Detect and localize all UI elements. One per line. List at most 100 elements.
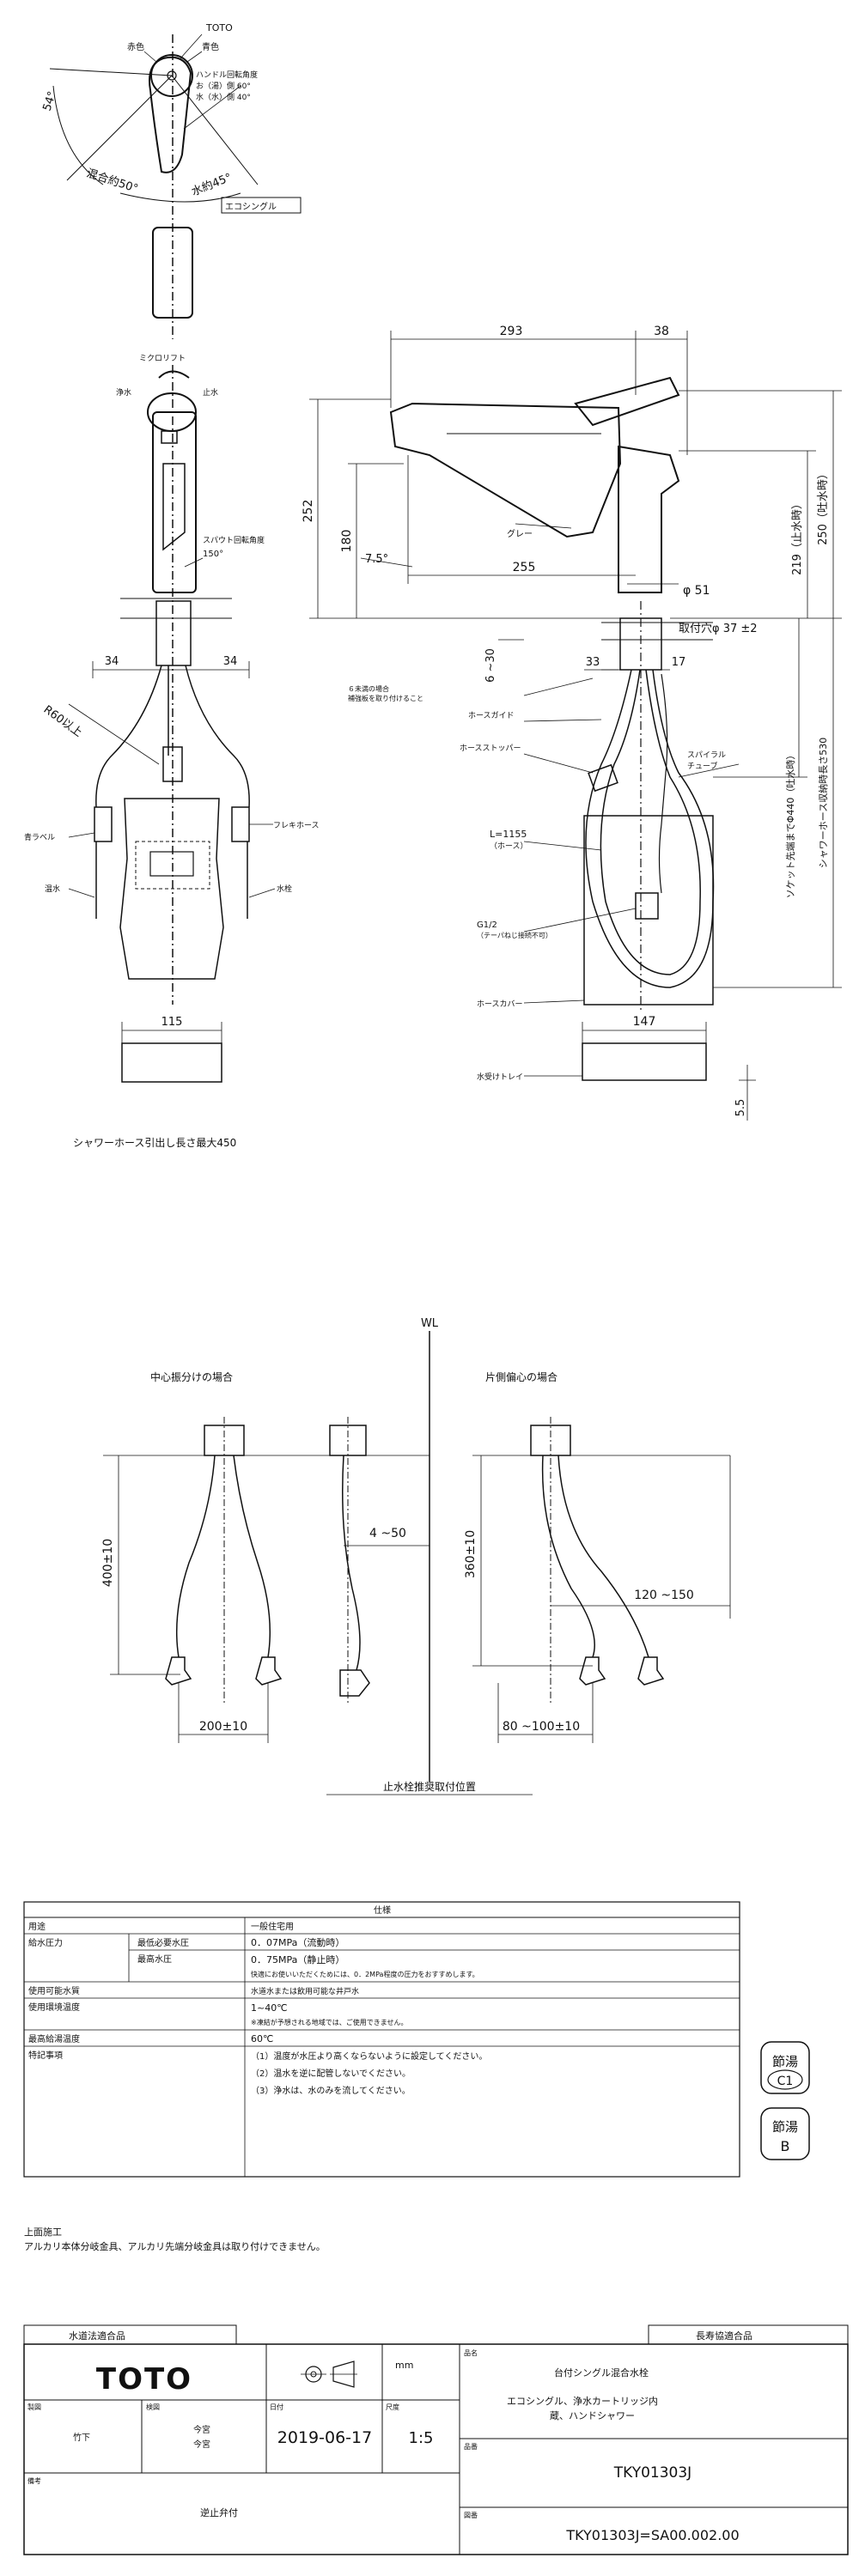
handle-angle-title: ハンドル回転角度 (196, 70, 258, 80)
drawer-name: 竹下 (73, 2432, 90, 2443)
reinforce-note-1: ６未満の場合 (348, 684, 389, 693)
drawing-label: 図番 (464, 2511, 478, 2519)
reinforce-note-2: 補強板を取り付けること (348, 694, 423, 702)
checker-2: 今宮 (193, 2439, 210, 2450)
dim-80-100: 80 ~100±10 (503, 1720, 580, 1734)
spec-r1-c1: 給水圧力 (28, 1937, 63, 1948)
shower-max-note: シャワーホース引出し長さ最大450 (73, 1137, 236, 1149)
side-view (309, 331, 842, 1121)
model-number: TKY01303J (613, 2464, 691, 2482)
hose-length-2: （ホース） (490, 841, 528, 851)
spec-r0-c1: 用途 (28, 1921, 46, 1932)
dim-200: 200±10 (199, 1720, 247, 1734)
notes-body: アルカリ本体分岐金具、アルカリ先端分岐金具は取り付けできません。 (24, 2240, 326, 2252)
spec-r2-c2: 最高水圧 (137, 1953, 172, 1965)
unit-value: mm (395, 2360, 413, 2371)
angle-water: 水約45° (190, 171, 234, 198)
handle-hot-angle: お（湯）側 60° (196, 81, 251, 91)
red-label: 赤色 (127, 41, 144, 52)
hose-cover-label: ホースカバー (477, 999, 523, 1009)
wl-label: WL (421, 1317, 439, 1330)
spec-r6-c3-0: （1）温度が水圧より高くならないように設定してください。 (251, 2050, 487, 2062)
angle-54: 54° (41, 90, 59, 113)
dim-400: 400±10 (101, 1539, 115, 1587)
dim-7-5-angle: 7.5° (365, 553, 388, 566)
spec-title: 仕様 (374, 1905, 391, 1916)
product-name-3: 蔵、ハンドシャワー (550, 2410, 635, 2421)
dim-120-150: 120 ~150 (634, 1589, 694, 1602)
dim-255: 255 (513, 561, 536, 574)
scale-value: 1:5 (409, 2429, 434, 2447)
spec-r4-c3-1: ※凍結が予想される地域では、ご使用できません。 (251, 2018, 407, 2026)
dim-5-5: 5.5 (734, 1099, 747, 1117)
blue-label-tag: 青ラベル (24, 832, 55, 842)
badge-b-line1: 節湯 (772, 2119, 798, 2135)
spec-r0-c3-0: 一般住宅用 (251, 1921, 294, 1932)
dim-17: 17 (672, 656, 686, 669)
front-view (68, 365, 276, 1083)
dim-147: 147 (633, 1015, 656, 1029)
brand-logo: TOTO (96, 2362, 192, 2397)
brand-mark-top: TOTO (205, 22, 233, 33)
dim-293: 293 (500, 325, 523, 338)
cold-water-label: 水栓 (277, 884, 292, 894)
badge-c1-line2: C1 (777, 2075, 794, 2088)
check-label: 検図 (146, 2403, 160, 2411)
dim-360: 360±10 (464, 1530, 478, 1578)
spec-r3-c3-0: 水道水または飲用可能な井戸水 (251, 1986, 359, 1996)
angle-mix: 混合約50° (85, 167, 140, 196)
g12-sub-label: （テーパねじ接続不可） (477, 931, 552, 939)
product-name-1: 台付シングル混合水栓 (554, 2366, 649, 2379)
dim-34-right: 34 (223, 655, 238, 668)
water-mode-label: 浄水 (116, 387, 131, 398)
badge-b (760, 2107, 810, 2160)
stop-mode-label: 止水 (203, 387, 218, 398)
dim-38: 38 (654, 325, 669, 338)
blue-label: 青色 (202, 41, 219, 52)
spec-r4-c1: 使用環境温度 (28, 2002, 80, 2013)
dim-115: 115 (161, 1016, 183, 1029)
micro-lift-label: ミクロリフト (139, 354, 186, 363)
spec-r2-c3-1: 快適にお使いいただくためには、0．2MPa程度の圧力をおすすめします。 (251, 1970, 479, 1978)
hot-water-label: 温水 (45, 884, 60, 894)
spec-r2-c3-0: 0．75MPa（静止時） (251, 1953, 344, 1965)
checker-1: 今宮 (193, 2424, 210, 2435)
badge-b-line2: B (781, 2138, 790, 2154)
tray-label: 水受けトレイ (477, 1072, 523, 1082)
spec-r3-c1: 使用可能水質 (28, 1985, 80, 1996)
badge-c1 (760, 2041, 810, 2094)
hose-stopper-label: ホースストッパー (460, 744, 521, 753)
note-value: 逆止弁付 (200, 2506, 238, 2518)
spec-r6-c3-2: （3）浄水は、水のみを流してください。 (251, 2085, 411, 2096)
gray-label: グレー (507, 528, 533, 539)
left-tag: 水道法適合品 (69, 2330, 125, 2342)
badge-c1-line1: 節湯 (772, 2054, 798, 2069)
dim-phi51: φ 51 (683, 584, 710, 598)
right-tag: 長寿協適合品 (696, 2330, 752, 2342)
offset-title: 片側偏心の場合 (485, 1370, 557, 1383)
date-label: 日付 (270, 2403, 283, 2411)
dim-252: 252 (302, 500, 315, 523)
date-value: 2019-06-17 (277, 2428, 372, 2447)
hose-guide-label: ホースガイド (468, 711, 515, 720)
spec-r5-c3-0: 60℃ (251, 2033, 273, 2044)
spout-angle: 150° (203, 550, 223, 559)
spec-r4-c3-0: 1~40℃ (251, 2002, 288, 2014)
model-label: 品番 (464, 2442, 478, 2451)
spiral-tube-label-1: スパイラル (687, 750, 726, 760)
top-view (49, 33, 302, 339)
mount-hole: 取付穴φ 37 ±2 (679, 623, 758, 635)
shower-length-note: シャワーホース収納時長さ530 (818, 738, 829, 868)
notes-title: 上面施工 (24, 2227, 62, 2238)
eco-label: エコシングル (225, 201, 277, 212)
dim-6-30: 6 ~30 (484, 648, 497, 683)
note-label: 備考 (27, 2476, 41, 2485)
socket-note: ソケット先端までΦ440（吐水時） (785, 750, 796, 899)
hose-length-1: L=1155 (490, 829, 527, 840)
spec-table (23, 1901, 740, 2178)
spec-r6-c1: 特記事項 (28, 2050, 63, 2061)
valve-position-section (103, 1331, 731, 1795)
spec-r1-c3-0: 0．07MPa（流動時） (251, 1936, 344, 1948)
spiral-tube-label-2: チューブ (687, 761, 717, 771)
